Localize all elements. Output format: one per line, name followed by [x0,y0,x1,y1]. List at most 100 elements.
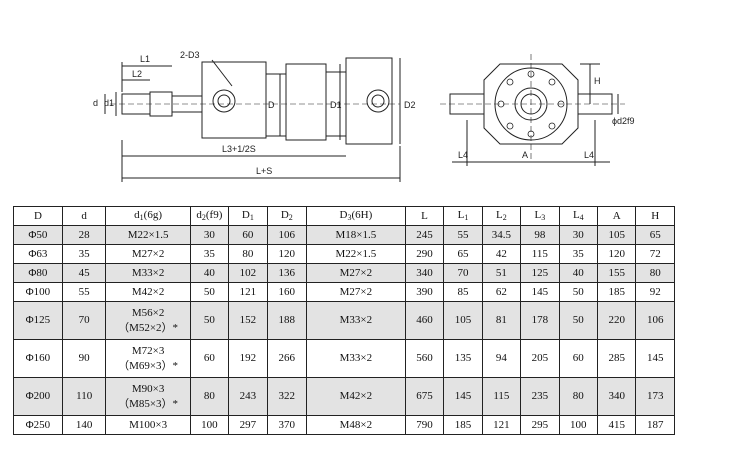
cell-d2: 35 [189,244,230,264]
cell-L1: 105 [443,301,483,340]
cell-D: Φ200 [13,377,63,416]
label-D1: D1 [330,100,342,110]
cell-L4: 50 [558,301,599,340]
dimension-table: D d d1(6g) d2(f9) D1 D2 D3(6H) L L1 L2 L… [13,206,675,435]
cell-L2: 51 [481,263,522,283]
cell-d1: M42×2 [105,282,191,302]
header-L3: L3 [520,206,560,226]
header-L4: L4 [558,206,599,226]
cell-D3: M33×2 [306,339,406,378]
cell-D1: 297 [228,415,268,435]
cell-D2: 120 [266,244,308,264]
cell-A: 340 [597,377,637,416]
header-L1: L1 [443,206,483,226]
label-LS: L+S [256,166,272,176]
cell-d2: 50 [189,301,230,340]
cell-D1: 152 [228,301,268,340]
cell-L: 790 [404,415,445,435]
cell-L1: 55 [443,225,483,245]
cell-D3: M42×2 [306,377,406,416]
cell-L2: 42 [481,244,522,264]
cell-D2: 106 [266,225,308,245]
cell-D1: 243 [228,377,268,416]
cell-L3: 115 [520,244,560,264]
cell-L4: 40 [558,263,599,283]
cell-D2: 136 [266,263,308,283]
cell-D3: M27×2 [306,263,406,283]
cell-d1: M90×3（M85×3）* [105,377,191,416]
cell-D: Φ250 [13,415,63,435]
cell-d: 110 [61,377,107,416]
cell-d1: M100×3 [105,415,191,435]
cell-D: Φ125 [13,301,63,340]
cell-L: 560 [404,339,445,378]
cell-D1: 192 [228,339,268,378]
cell-A: 155 [597,263,637,283]
cell-L4: 50 [558,282,599,302]
cell-L3: 145 [520,282,560,302]
label-H: H [594,76,601,86]
label-d: d [93,98,98,108]
cell-H: 72 [635,244,675,264]
cell-H: 173 [635,377,675,416]
cell-A: 120 [597,244,637,264]
cell-D: Φ100 [13,282,63,302]
rear-head-block [345,57,393,145]
cell-D2: 160 [266,282,308,302]
header-d: d [61,206,107,226]
header-d1: d1(6g) [105,206,191,226]
label-L2: L2 [132,69,142,79]
cell-L1: 85 [443,282,483,302]
cylinder-technical-drawing: L1 L2 2-D3 d d1 D D1 D2 L3+1/2S L+S H ϕd… [93,50,635,182]
cell-L3: 295 [520,415,560,435]
cell-H: 92 [635,282,675,302]
label-D: D [268,100,275,110]
label-d2: ϕd2f9 [612,116,635,126]
cell-D3: M33×2 [306,301,406,340]
header-L2: L2 [481,206,522,226]
header-L: L [404,206,445,226]
cell-L: 340 [404,263,445,283]
cell-L4: 30 [558,225,599,245]
label-L4-left: L4 [458,150,468,160]
cell-d: 90 [61,339,107,378]
cell-d2: 60 [189,339,230,378]
cell-D1: 121 [228,282,268,302]
middle-block [285,63,327,141]
cell-D1: 102 [228,263,268,283]
cell-L3: 125 [520,263,560,283]
cell-H: 187 [635,415,675,435]
header-D1: D1 [228,206,268,226]
cell-d1: M56×2（M52×2）* [105,301,191,340]
header-A: A [597,206,637,226]
cell-d2: 100 [189,415,230,435]
cell-D3: M27×2 [306,282,406,302]
header-D: D [13,206,63,226]
header-H: H [635,206,675,226]
cell-H: 65 [635,225,675,245]
rod-thread-end [121,93,151,115]
cell-D3: M18×1.5 [306,225,406,245]
table-header-row: D d d1(6g) d2(f9) D1 D2 D3(6H) L L1 L2 L… [13,206,675,226]
cell-D3: M48×2 [306,415,406,435]
front-head-block [201,61,267,139]
cell-D3: M22×1.5 [306,244,406,264]
cell-L3: 178 [520,301,560,340]
cell-D2: 266 [266,339,308,378]
cell-L4: 100 [558,415,599,435]
cell-d2: 40 [189,263,230,283]
cell-L4: 80 [558,377,599,416]
cell-d1: M33×2 [105,263,191,283]
cell-L: 390 [404,282,445,302]
label-A: A [522,150,528,160]
cell-A: 285 [597,339,637,378]
cell-H: 145 [635,339,675,378]
label-D3: 2-D3 [180,50,200,60]
